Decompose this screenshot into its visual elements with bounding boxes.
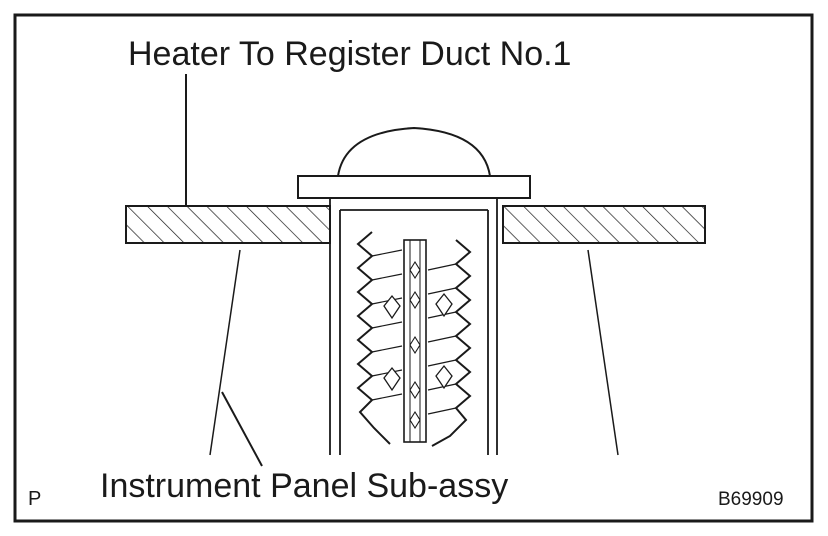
- duct-panel: [125, 205, 706, 244]
- figure-border: [13, 13, 814, 523]
- corner-marker: P: [28, 488, 41, 510]
- duct-panel-left: [125, 205, 331, 244]
- clip-shank: [329, 198, 498, 455]
- instrument-panel-leader-line: [221, 391, 263, 467]
- duct-label: Heater To Register Duct No.1: [128, 35, 571, 73]
- instrument-panel-walls: [209, 249, 619, 456]
- clip-head: [297, 126, 531, 199]
- clip-barb-left-outline: [356, 231, 391, 445]
- duct-panel-right: [502, 205, 706, 244]
- clip-barbs: [356, 231, 472, 447]
- clip-flange: [297, 175, 531, 199]
- clip-barb-right-outline: [431, 239, 472, 447]
- figure-code: B69909: [718, 489, 784, 510]
- instrument-panel-label: Instrument Panel Sub-assy: [100, 467, 508, 505]
- clip-center-pin: [403, 239, 427, 443]
- clip-dome: [336, 126, 492, 177]
